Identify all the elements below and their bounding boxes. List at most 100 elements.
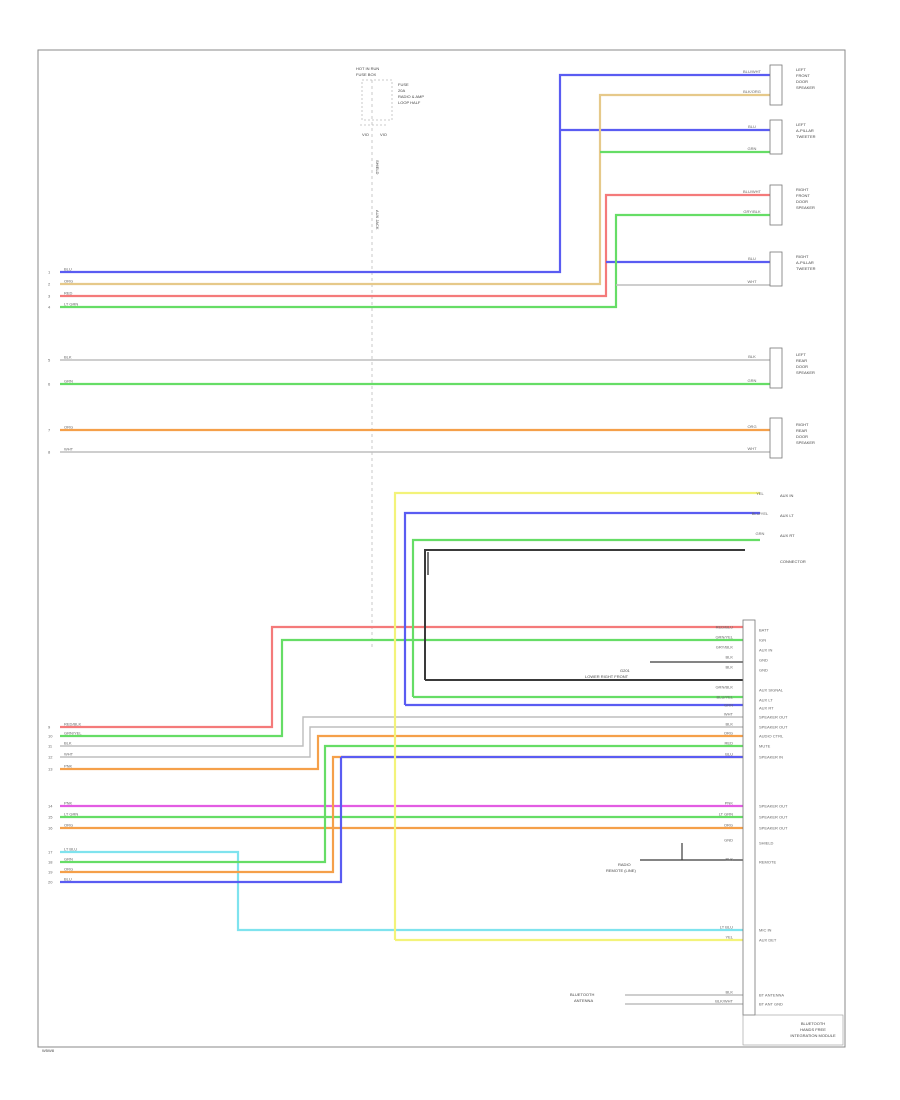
radio-pin-name: MUTE: [759, 744, 771, 749]
bt-note: BLUETOOTH: [570, 992, 594, 997]
radio-pin-name: AUX RT: [759, 706, 774, 711]
bt-note: ANTENNA: [574, 998, 593, 1003]
aux-wire-label: BLU/YEL: [752, 511, 769, 516]
harness-wire-label: GRN/YEL: [64, 731, 82, 736]
aux-destination: AUX RT: [780, 533, 795, 538]
radio-pin-name: BATT: [759, 628, 769, 633]
terminal-label: BLU: [748, 124, 756, 129]
speaker-connector: [769, 64, 783, 106]
radio-pin-wire: BLK: [725, 722, 733, 727]
harness-wire-label: PNK: [64, 764, 73, 769]
wire-rf-pos: [60, 193, 770, 298]
terminal-label: WHT: [747, 446, 757, 451]
speaker-label: DOOR: [796, 364, 808, 369]
harness-pin-number: 18: [48, 860, 53, 865]
radio-pin-name: SPEAKER OUT: [759, 826, 788, 831]
speaker-label: SPEAKER: [796, 370, 815, 375]
harness-wire-label: ORG: [64, 425, 73, 430]
harness-pin-number: 19: [48, 870, 53, 875]
harness-pin-number: 17: [48, 850, 53, 855]
radio-pin-wire: BLK: [725, 655, 733, 660]
harness-wire-label: WHT: [64, 447, 74, 452]
radio-pin-name: AUX IN: [759, 648, 772, 653]
harness-pin-number: 2: [48, 282, 51, 287]
wire-mute: [60, 744, 743, 864]
radio-pin-wire: RED: [725, 741, 734, 746]
radio-pin-name: SPEAKER OUT: [759, 725, 788, 730]
radio-pin-wire: BLU/YEL: [717, 695, 734, 700]
speaker-connector: [769, 251, 783, 287]
wire-rf-neg: [60, 213, 770, 309]
harness-wire-label: BLU: [64, 877, 72, 882]
harness-pin-number: 4: [48, 305, 51, 310]
terminal-label: BLK/ORG: [743, 89, 761, 94]
radio-pin-name: REMOTE: [759, 860, 776, 865]
radio-pin-name: MIC IN: [759, 928, 772, 933]
wire-spk-in: [60, 755, 743, 874]
radio-pin-name: BT ANTENNA: [759, 993, 784, 998]
radio-pin-name: SPEAKER OUT: [759, 715, 788, 720]
speaker-label: LEFT: [796, 122, 806, 127]
feed-wire-label: VIO: [380, 132, 387, 137]
harness-pin-number: 15: [48, 815, 53, 820]
harness-pin-number: 5: [48, 358, 51, 363]
harness-pin-number: 1: [48, 270, 51, 275]
speaker-label: LEFT: [796, 67, 806, 72]
wire-aux-rt: [411, 538, 760, 697]
radio-pin-wire: BLK: [725, 857, 733, 862]
speaker-label: SPEAKER: [796, 440, 815, 445]
diagram-frame: [37, 49, 846, 1048]
radio-pin-name: GND: [759, 668, 768, 673]
radio-pin-wire: GRN/BLK: [715, 685, 733, 690]
radio-title: INTEGRATION MODULE: [790, 1033, 836, 1038]
wire-ign: [60, 638, 743, 738]
wire-lf-neg: [60, 93, 770, 286]
harness-wire-label: PNK: [64, 801, 73, 806]
wire-aux-lt: [403, 511, 760, 705]
harness-wire-label: ORG: [64, 279, 73, 284]
terminal-label: BLK: [748, 354, 756, 359]
wire-blu: [60, 757, 343, 884]
terminal-label: WHT: [747, 279, 757, 284]
speaker-label: SPEAKER: [796, 85, 815, 90]
speaker-connector: [769, 119, 783, 155]
radio-pin-name: IGN: [759, 638, 766, 643]
speaker-connector: [769, 347, 783, 389]
terminal-label: GRY/BLK: [743, 209, 761, 214]
harness-pin-number: 11: [48, 744, 53, 749]
fuse-box-title: HOT IN RUN: [356, 66, 379, 71]
aux-wire-label: GRN: [756, 531, 765, 536]
speaker-connector: [769, 184, 783, 226]
harness-wire-label: RED/BLK: [64, 722, 81, 727]
aux-destination: AUX IN: [780, 493, 793, 498]
harness-wire-label: BLK: [64, 741, 72, 746]
aux-destination: AUX LT: [780, 513, 794, 518]
radio-pin-wire: ORG: [724, 823, 733, 828]
feed-wire-label: VIO: [362, 132, 369, 137]
harness-wire-label: LT GRN: [64, 302, 78, 307]
radio-pin-name: SPEAKER OUT: [759, 815, 788, 820]
speaker-label: TWEETER: [796, 134, 816, 139]
wire-spk-out2: [60, 726, 743, 758]
harness-pin-number: 12: [48, 755, 53, 760]
harness-pin-number: 6: [48, 382, 51, 387]
fuse-note: LOOP HALF: [398, 100, 421, 105]
wire-mic: [60, 850, 743, 932]
radio-title-box: [742, 1014, 844, 1046]
speaker-label: RIGHT: [796, 422, 809, 427]
harness-pin-number: 13: [48, 767, 53, 772]
fuse-note: RADIO & AMP: [398, 94, 424, 99]
radio-title: BLUETOOTH: [801, 1021, 825, 1026]
harness-wire-label: BLU: [64, 267, 72, 272]
speaker-label: SPEAKER: [796, 205, 815, 210]
wire-batt: [60, 625, 743, 729]
harness-wire-label: LT GRN: [64, 812, 78, 817]
speaker-label: FRONT: [796, 73, 810, 78]
ground-note: LOWER RIGHT FRONT: [585, 674, 629, 679]
radio-pin-wire: LT BLU: [720, 925, 733, 930]
harness-pin-number: 8: [48, 450, 51, 455]
fuse-box-title: FUSE BOX: [356, 72, 377, 77]
speaker-connector: [769, 417, 783, 459]
